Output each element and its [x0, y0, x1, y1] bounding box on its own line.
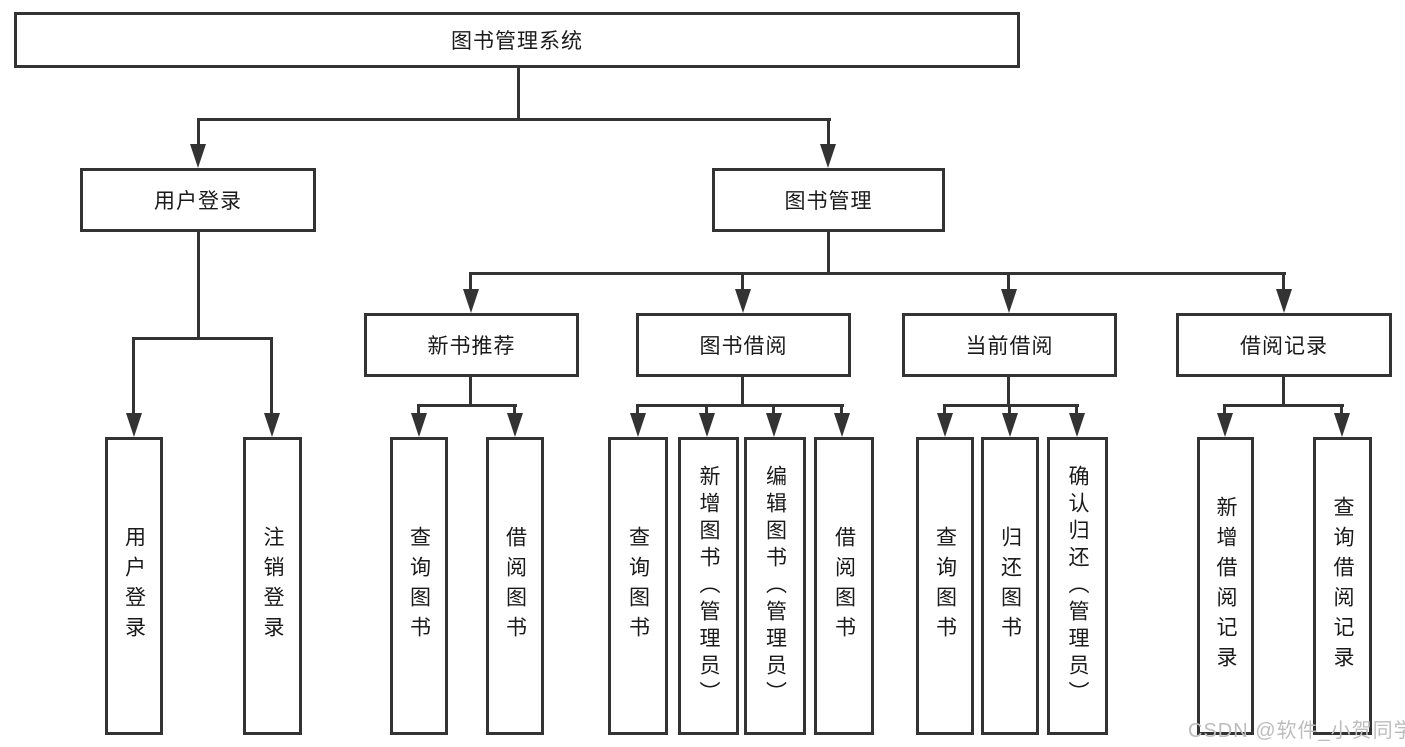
leaf-cb-query-books: 查询图书 [916, 437, 974, 735]
connector-line [270, 337, 273, 413]
leaf-user-login: 用户登录 [105, 437, 163, 735]
leaf-bb-borrow-books-label: 借阅图书 [832, 526, 856, 646]
node-new-book-rec-label: 新书推荐 [427, 335, 516, 358]
leaf-br-add-record: 新增借阅记录 [1197, 437, 1254, 735]
arrow-down-icon [126, 413, 142, 437]
connector-line [741, 272, 744, 294]
leaf-bb-borrow-books: 借阅图书 [814, 437, 874, 735]
connector-line [1340, 404, 1343, 418]
connector-line [944, 404, 1079, 407]
watermark: CSDN @软件_小贺同学 [1188, 720, 1405, 742]
arrow-down-icon [1069, 413, 1085, 437]
connector-line [197, 118, 200, 150]
connector-line [417, 404, 420, 418]
arrow-down-icon [820, 144, 836, 168]
connector-line [637, 404, 844, 407]
leaf-br-add-record-label: 新增借阅记录 [1214, 496, 1237, 676]
connector-line [1282, 272, 1285, 294]
arrow-down-icon [1002, 413, 1018, 437]
arrow-down-icon [463, 289, 479, 313]
connector-line [840, 404, 843, 418]
node-user-login-label: 用户登录 [154, 190, 242, 213]
connector-line [1007, 272, 1010, 294]
arrow-down-icon [507, 413, 523, 437]
leaf-br-query-record: 查询借阅记录 [1313, 437, 1372, 735]
connector-line [132, 337, 273, 340]
node-root-label: 图书管理系统 [451, 30, 583, 53]
connector-line [1224, 404, 1344, 407]
node-book-mgmt-label: 图书管理 [784, 190, 873, 213]
connector-line [197, 118, 831, 121]
leaf-user-login-label: 用户登录 [122, 526, 146, 646]
connector-line [636, 404, 639, 418]
connector-line [705, 404, 708, 418]
arrow-down-icon [264, 413, 280, 437]
leaf-cb-return-books: 归还图书 [981, 437, 1039, 735]
arrow-down-icon [735, 289, 751, 313]
connector-line [513, 404, 516, 418]
arrow-down-icon [766, 413, 782, 437]
leaf-bb-add-books: 新增图书（管理员） [678, 437, 739, 735]
connector-line [132, 337, 135, 413]
leaf-logout: 注销登录 [243, 437, 302, 735]
connector-line [1223, 404, 1226, 418]
node-root: 图书管理系统 [14, 12, 1020, 68]
connector-line [943, 404, 946, 418]
node-book-borrow-label: 图书借阅 [699, 335, 788, 358]
leaf-rec-borrow-books-label: 借阅图书 [503, 526, 527, 646]
connector-line [197, 231, 200, 339]
node-borrow-records: 借阅记录 [1176, 313, 1392, 377]
leaf-rec-query-books: 查询图书 [390, 437, 448, 735]
node-book-borrow: 图书借阅 [636, 313, 851, 377]
leaf-logout-label: 注销登录 [261, 526, 284, 646]
connector-line [418, 404, 517, 407]
connector-line [469, 272, 472, 294]
leaf-rec-query-books-label: 查询图书 [407, 526, 431, 646]
arrow-down-icon [190, 144, 206, 168]
leaf-cb-confirm-return: 确认归还（管理员） [1047, 437, 1108, 735]
connector-line [1007, 376, 1010, 406]
node-current-borrow-label: 当前借阅 [965, 335, 1054, 358]
connector-line [827, 118, 830, 150]
leaf-bb-edit-books: 编辑图书（管理员） [744, 437, 806, 735]
leaf-bb-add-books-label: 新增图书（管理员） [697, 464, 720, 708]
arrow-down-icon [1334, 413, 1350, 437]
arrow-down-icon [1001, 289, 1017, 313]
leaf-rec-borrow-books: 借阅图书 [486, 437, 544, 735]
arrow-down-icon [630, 413, 646, 437]
node-current-borrow: 当前借阅 [902, 313, 1117, 377]
arrow-down-icon [834, 413, 850, 437]
leaf-bb-query-books-label: 查询图书 [626, 526, 650, 646]
leaf-br-query-record-label: 查询借阅记录 [1331, 496, 1354, 676]
connector-line [827, 231, 830, 275]
connector-line [1075, 404, 1078, 418]
connector-line [517, 67, 520, 120]
connector-line [469, 376, 472, 406]
arrow-down-icon [937, 413, 953, 437]
connector-line [470, 272, 1286, 275]
arrow-down-icon [699, 413, 715, 437]
node-book-mgmt: 图书管理 [712, 168, 945, 232]
node-new-book-rec: 新书推荐 [364, 313, 579, 377]
connector-line [1008, 404, 1011, 418]
leaf-cb-confirm-return-label: 确认归还（管理员） [1066, 464, 1089, 708]
node-borrow-records-label: 借阅记录 [1240, 335, 1328, 358]
leaf-cb-query-books-label: 查询图书 [933, 526, 957, 646]
connector-line [741, 376, 744, 406]
arrow-down-icon [1276, 289, 1292, 313]
leaf-bb-edit-books-label: 编辑图书（管理员） [763, 464, 787, 708]
connector-line [1282, 376, 1285, 406]
arrow-down-icon [411, 413, 427, 437]
node-user-login: 用户登录 [80, 168, 316, 232]
leaf-cb-return-books-label: 归还图书 [998, 526, 1022, 646]
leaf-bb-query-books: 查询图书 [608, 437, 668, 735]
arrow-down-icon [1217, 413, 1233, 437]
connector-line [772, 404, 775, 418]
